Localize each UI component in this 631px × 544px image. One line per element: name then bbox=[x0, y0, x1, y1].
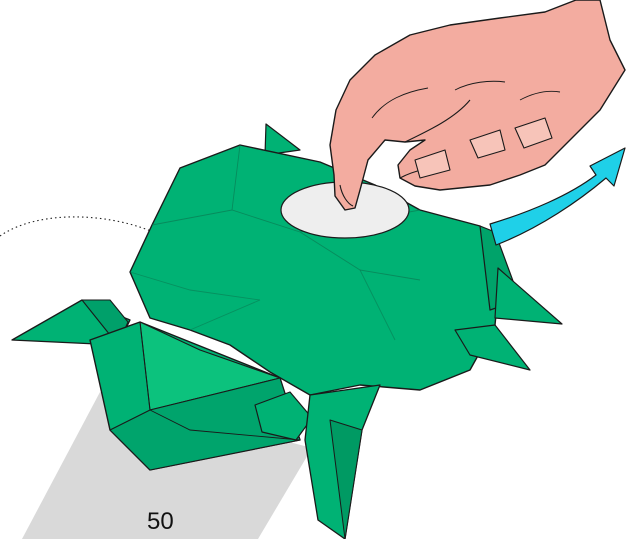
page-number: 50 bbox=[147, 510, 174, 534]
back-spike bbox=[265, 124, 300, 155]
hand-icon bbox=[330, 0, 625, 210]
right-spike bbox=[495, 268, 562, 324]
